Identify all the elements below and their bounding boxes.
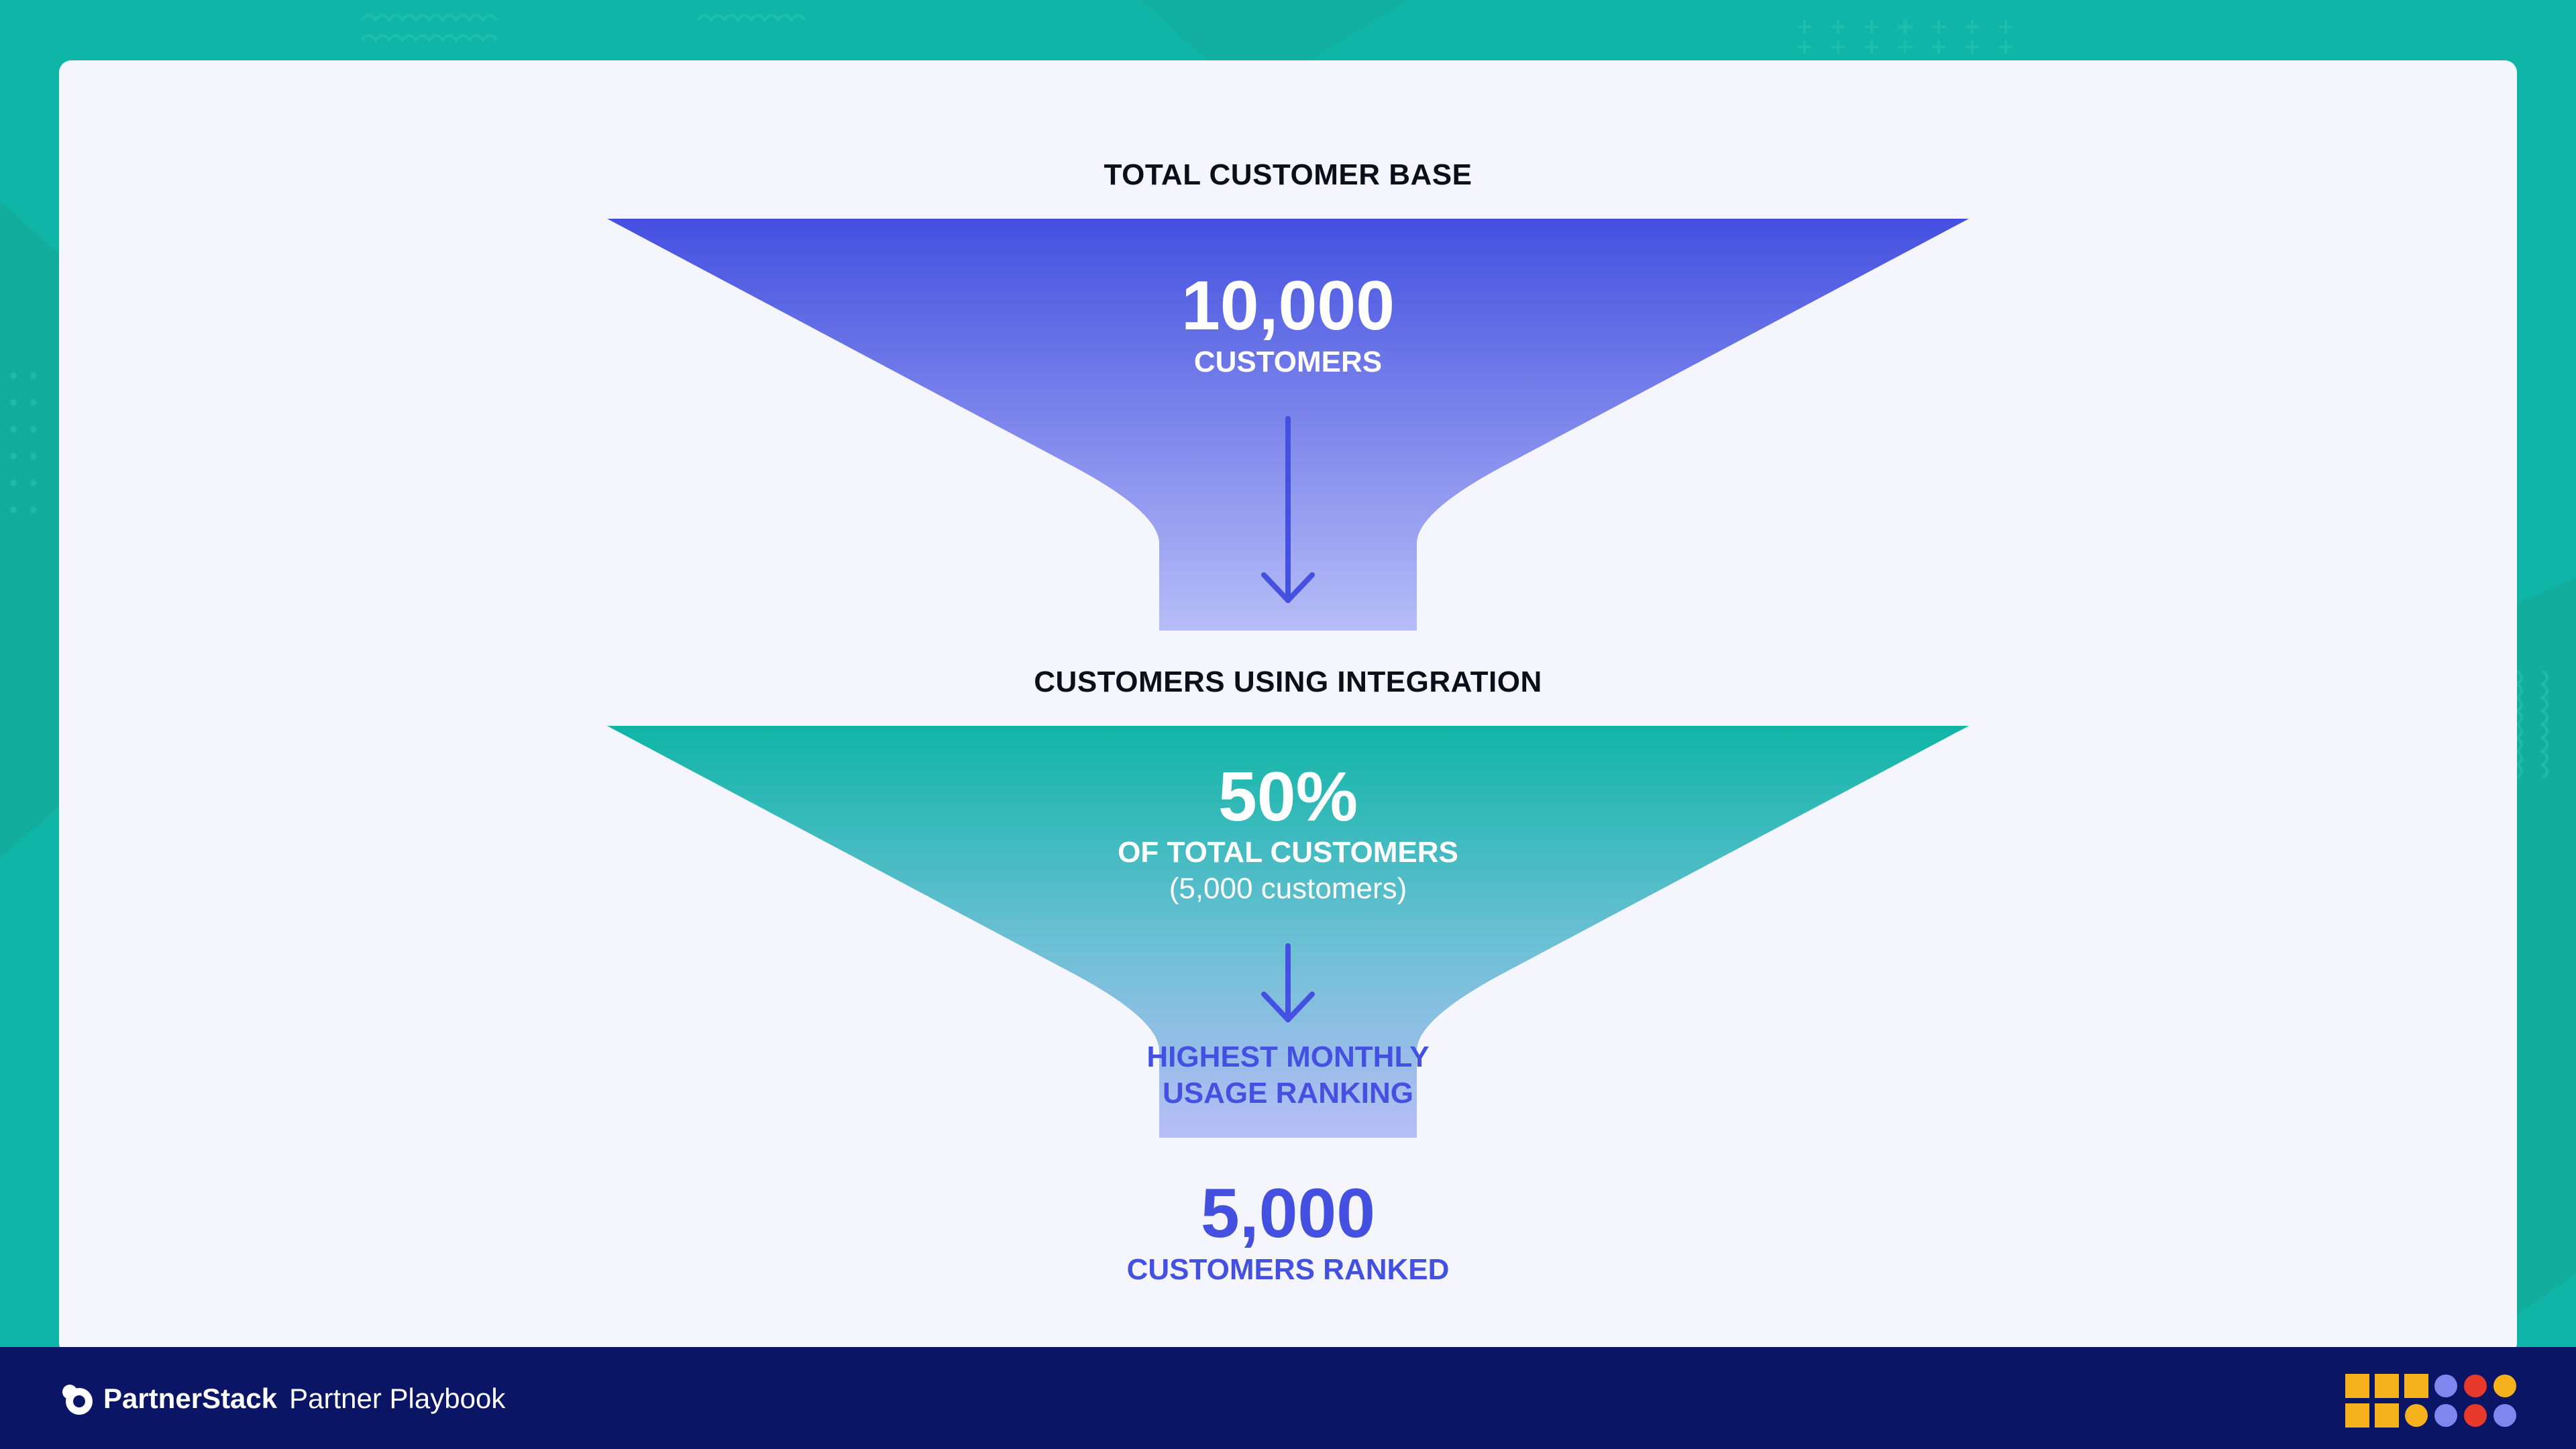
middle-value-note: (5,000 customers) [1169, 872, 1407, 905]
decorative-dots-icon [2345, 1374, 2516, 1428]
brand-name: PartnerStack [103, 1383, 278, 1414]
top-value-label: CUSTOMERS [1193, 345, 1383, 378]
result-label: CUSTOMERS RANKED [1126, 1253, 1450, 1286]
brand-subtitle: Partner Playbook [289, 1383, 506, 1414]
footer-bar: PartnerStack Partner Playbook [0, 1347, 2576, 1449]
partnerstack-logo-icon [62, 1385, 93, 1415]
inner-label-line1: HIGHEST MONTHLY [1146, 1040, 1430, 1073]
middle-value: 50% [1218, 758, 1358, 836]
brand-logo: PartnerStack Partner Playbook [59, 1382, 505, 1415]
middle-funnel-shape [607, 726, 1969, 1138]
inner-label-line2: USAGE RANKING [1162, 1077, 1414, 1110]
top-funnel-arrow [1261, 416, 1315, 603]
middle-value-label: OF TOTAL CUSTOMERS [1118, 836, 1458, 869]
top-value: 10,000 [1181, 267, 1395, 345]
middle-funnel-arrow [1261, 943, 1315, 1022]
top-section-label: TOTAL CUSTOMER BASE [1104, 158, 1472, 191]
middle-section-label: CUSTOMERS USING INTEGRATION [1034, 665, 1542, 698]
result-value: 5,000 [1200, 1175, 1376, 1252]
